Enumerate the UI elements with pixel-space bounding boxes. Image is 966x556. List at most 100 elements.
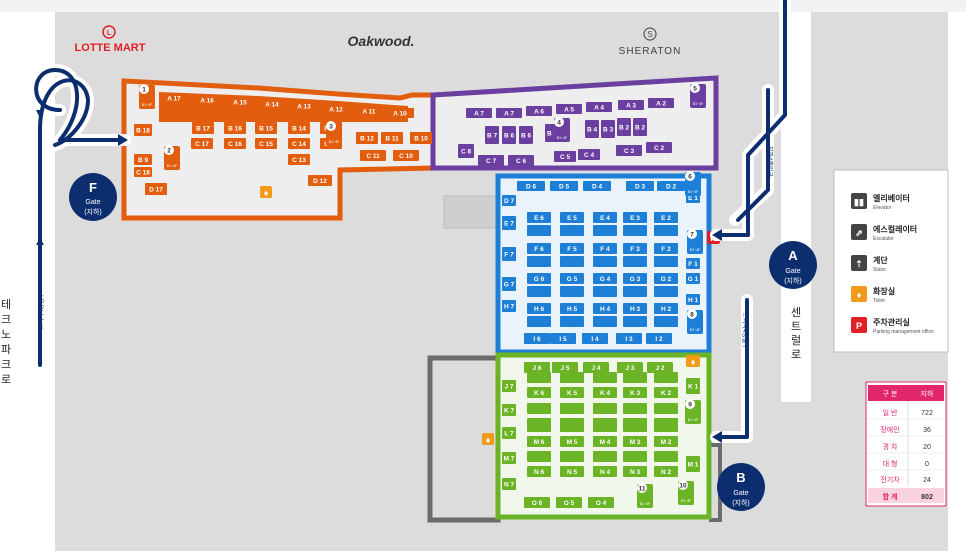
gate-f[interactable]: F Gate (지하): [69, 173, 117, 221]
parking-stall: J 2: [647, 362, 673, 373]
parking-stall: C 4: [578, 149, 600, 160]
svg-text:Elevator: Elevator: [873, 205, 892, 211]
svg-text:A 13: A 13: [297, 104, 311, 111]
svg-text:M 4: M 4: [600, 439, 611, 446]
svg-text:C 8: C 8: [461, 149, 472, 156]
parking-stall: G 7: [502, 277, 516, 291]
svg-text:C 6: C 6: [516, 158, 527, 165]
parking-stall: N 5: [560, 466, 584, 477]
parking-stall: H 7: [502, 300, 516, 312]
parking-stall: [560, 421, 584, 432]
parking-stall: C 11: [360, 150, 386, 161]
parking-stall: M 7: [502, 452, 516, 464]
svg-text:B 2: B 2: [619, 125, 630, 132]
parking-stall: F 3: [623, 243, 647, 254]
parking-stall: A 7: [466, 108, 492, 118]
parking-stall: C 10: [393, 150, 419, 161]
svg-text:C 14: C 14: [292, 141, 306, 148]
parking-stall: [593, 421, 617, 432]
svg-text:N 4: N 4: [600, 469, 611, 476]
parking-stall: C 6: [508, 155, 534, 166]
svg-text:A 16: A 16: [200, 98, 214, 105]
svg-text:F 5: F 5: [567, 246, 577, 253]
parking-stall: M 3: [623, 436, 647, 447]
parking-stall: I 5: [550, 333, 576, 344]
svg-text:엘리베이터: 엘리베이터: [873, 193, 910, 203]
parking-stall: G 4: [593, 273, 617, 284]
svg-text:C 7: C 7: [486, 158, 497, 165]
svg-text:A 7: A 7: [504, 111, 514, 118]
route-a-exit: [736, 88, 770, 222]
parking-stall: E 3: [623, 212, 647, 223]
parking-stall: J 4: [583, 362, 609, 373]
svg-text:K 1: K 1: [688, 384, 699, 391]
svg-text:B1~4F: B1~4F: [557, 136, 567, 140]
parking-stall: F 4: [593, 243, 617, 254]
parking-stall: [654, 421, 678, 432]
svg-text:로: 로: [1, 374, 11, 386]
lotte-mart-label: LOTTE MART: [75, 42, 146, 54]
route-label: ←지하4층출구: [741, 312, 749, 349]
svg-text:B 3: B 3: [603, 127, 614, 134]
parking-stall: [623, 225, 647, 236]
parking-stall: M 5: [560, 436, 584, 447]
svg-text:계단: 계단: [873, 255, 888, 265]
svg-text:E 2: E 2: [661, 215, 671, 222]
svg-text:3: 3: [329, 124, 333, 131]
elevator-core: 5B1~4F: [690, 83, 706, 108]
svg-text:♦: ♦: [264, 188, 269, 198]
svg-text:F 3: F 3: [630, 246, 640, 253]
svg-text:Toilet: Toilet: [873, 298, 885, 304]
svg-text:H 3: H 3: [630, 306, 641, 313]
parking-stall: B 2: [633, 118, 647, 136]
svg-text:F 2: F 2: [661, 246, 671, 253]
parking-stall: M 1: [686, 456, 700, 472]
parking-stall: E 6: [527, 212, 551, 223]
gate-b[interactable]: B Gate (지하): [717, 463, 765, 511]
svg-text:에스컬레이터: 에스컬레이터: [873, 224, 917, 234]
parking-stall: C 7: [478, 155, 504, 166]
table-row-value: 24: [923, 477, 931, 484]
parking-stall: B 6: [519, 126, 533, 144]
parking-stall: E 2: [654, 212, 678, 223]
svg-text:♦: ♦: [486, 435, 491, 445]
svg-text:로: 로: [791, 349, 801, 361]
parking-stall: B 17: [192, 122, 214, 134]
svg-text:B1~4F: B1~4F: [690, 328, 700, 332]
svg-text:G 2: G 2: [661, 276, 672, 283]
parking-stall: K 2: [654, 387, 678, 398]
parking-stall: B 6: [502, 126, 516, 144]
zone-purple: [430, 75, 719, 171]
svg-text:A 15: A 15: [233, 100, 247, 107]
table-header-category: 구 분: [883, 390, 898, 398]
parking-stall: H 3: [623, 303, 647, 314]
svg-text:J 7: J 7: [504, 384, 513, 391]
arrow-icon: [712, 431, 722, 443]
svg-text:M 6: M 6: [534, 439, 545, 446]
svg-text:C 4: C 4: [584, 152, 595, 159]
parking-stall: K 1: [686, 378, 700, 394]
svg-text:C 18: C 18: [136, 170, 150, 177]
table-header-basement: 지하: [921, 389, 934, 398]
svg-text:G 4: G 4: [600, 276, 611, 283]
parking-stall: [560, 256, 584, 267]
arrow-icon: [36, 110, 44, 118]
parking-stall: F 2: [654, 243, 678, 254]
parking-stall: N 6: [527, 466, 551, 477]
parking-stall: H 1: [686, 294, 700, 305]
parking-capacity-table: 구 분 지하 일 반 722 장애인 36 경 차 20 대 형 0 전기차 2…: [865, 381, 947, 507]
svg-text:B 6: B 6: [504, 133, 515, 140]
table-row-label: 경 차: [883, 442, 898, 451]
svg-text:D 4: D 4: [592, 184, 603, 191]
svg-text:P: P: [856, 321, 862, 331]
svg-text:N 7: N 7: [504, 482, 515, 489]
parking-stall: A 16: [193, 95, 221, 105]
svg-text:L: L: [107, 30, 112, 37]
gate-a[interactable]: A Gate (지하): [769, 241, 817, 289]
svg-text:I 3: I 3: [625, 336, 633, 343]
parking-stall: O 4: [588, 497, 614, 508]
parking-stall: [623, 451, 647, 462]
svg-text:⇗: ⇗: [855, 228, 863, 238]
